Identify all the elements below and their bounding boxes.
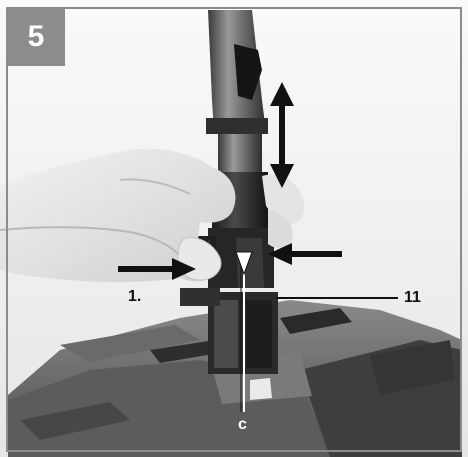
machine-housing — [8, 300, 462, 457]
step-number-badge: 5 — [7, 8, 65, 66]
figure-frame — [6, 7, 462, 452]
press-arrow-icon — [118, 258, 196, 280]
detail-letter-label: c — [238, 416, 247, 433]
part-number-label: 11 — [404, 289, 421, 306]
press-arrow-icon — [268, 243, 342, 265]
pointer-c — [235, 251, 253, 276]
hand — [0, 148, 305, 283]
step-marker-label: 1. — [128, 288, 142, 305]
up-down-arrow-icon — [270, 82, 294, 188]
